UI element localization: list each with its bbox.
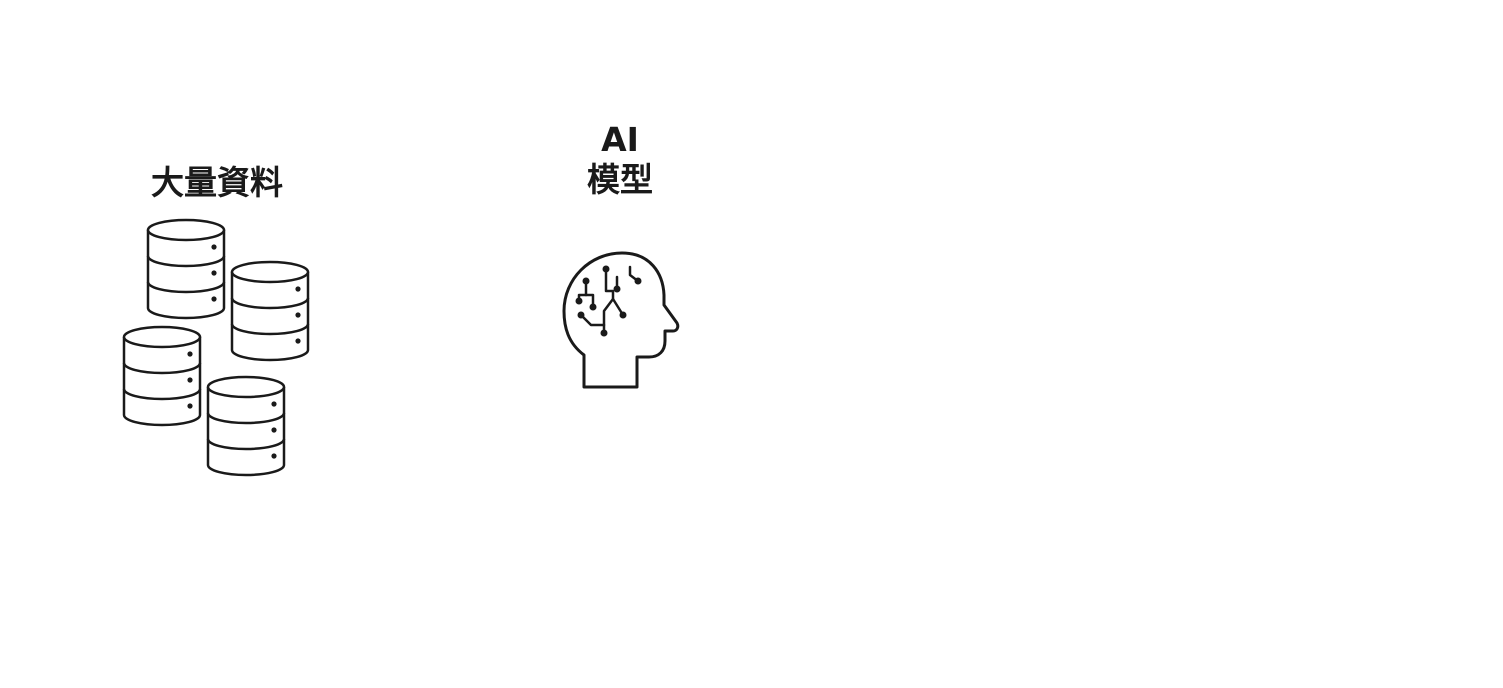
ai-brain-head-svg	[562, 251, 680, 389]
circuit-lines	[577, 265, 640, 335]
head-outline	[562, 251, 680, 389]
data-label: 大量資料	[151, 163, 283, 202]
ai-model-label: AI 模型	[560, 120, 680, 200]
circuit-nodes	[575, 265, 642, 337]
database-cylinder-4	[206, 375, 286, 477]
ai-label-line1: AI	[601, 120, 639, 159]
ai-label-line2: 模型	[587, 160, 653, 199]
database-stack-icon	[110, 218, 320, 497]
ai-brain-head-icon	[558, 245, 688, 395]
database-stack-svg	[122, 218, 310, 477]
database-cylinder-1	[146, 218, 226, 320]
database-cylinder-2	[230, 260, 310, 362]
database-cylinder-3	[122, 325, 202, 427]
